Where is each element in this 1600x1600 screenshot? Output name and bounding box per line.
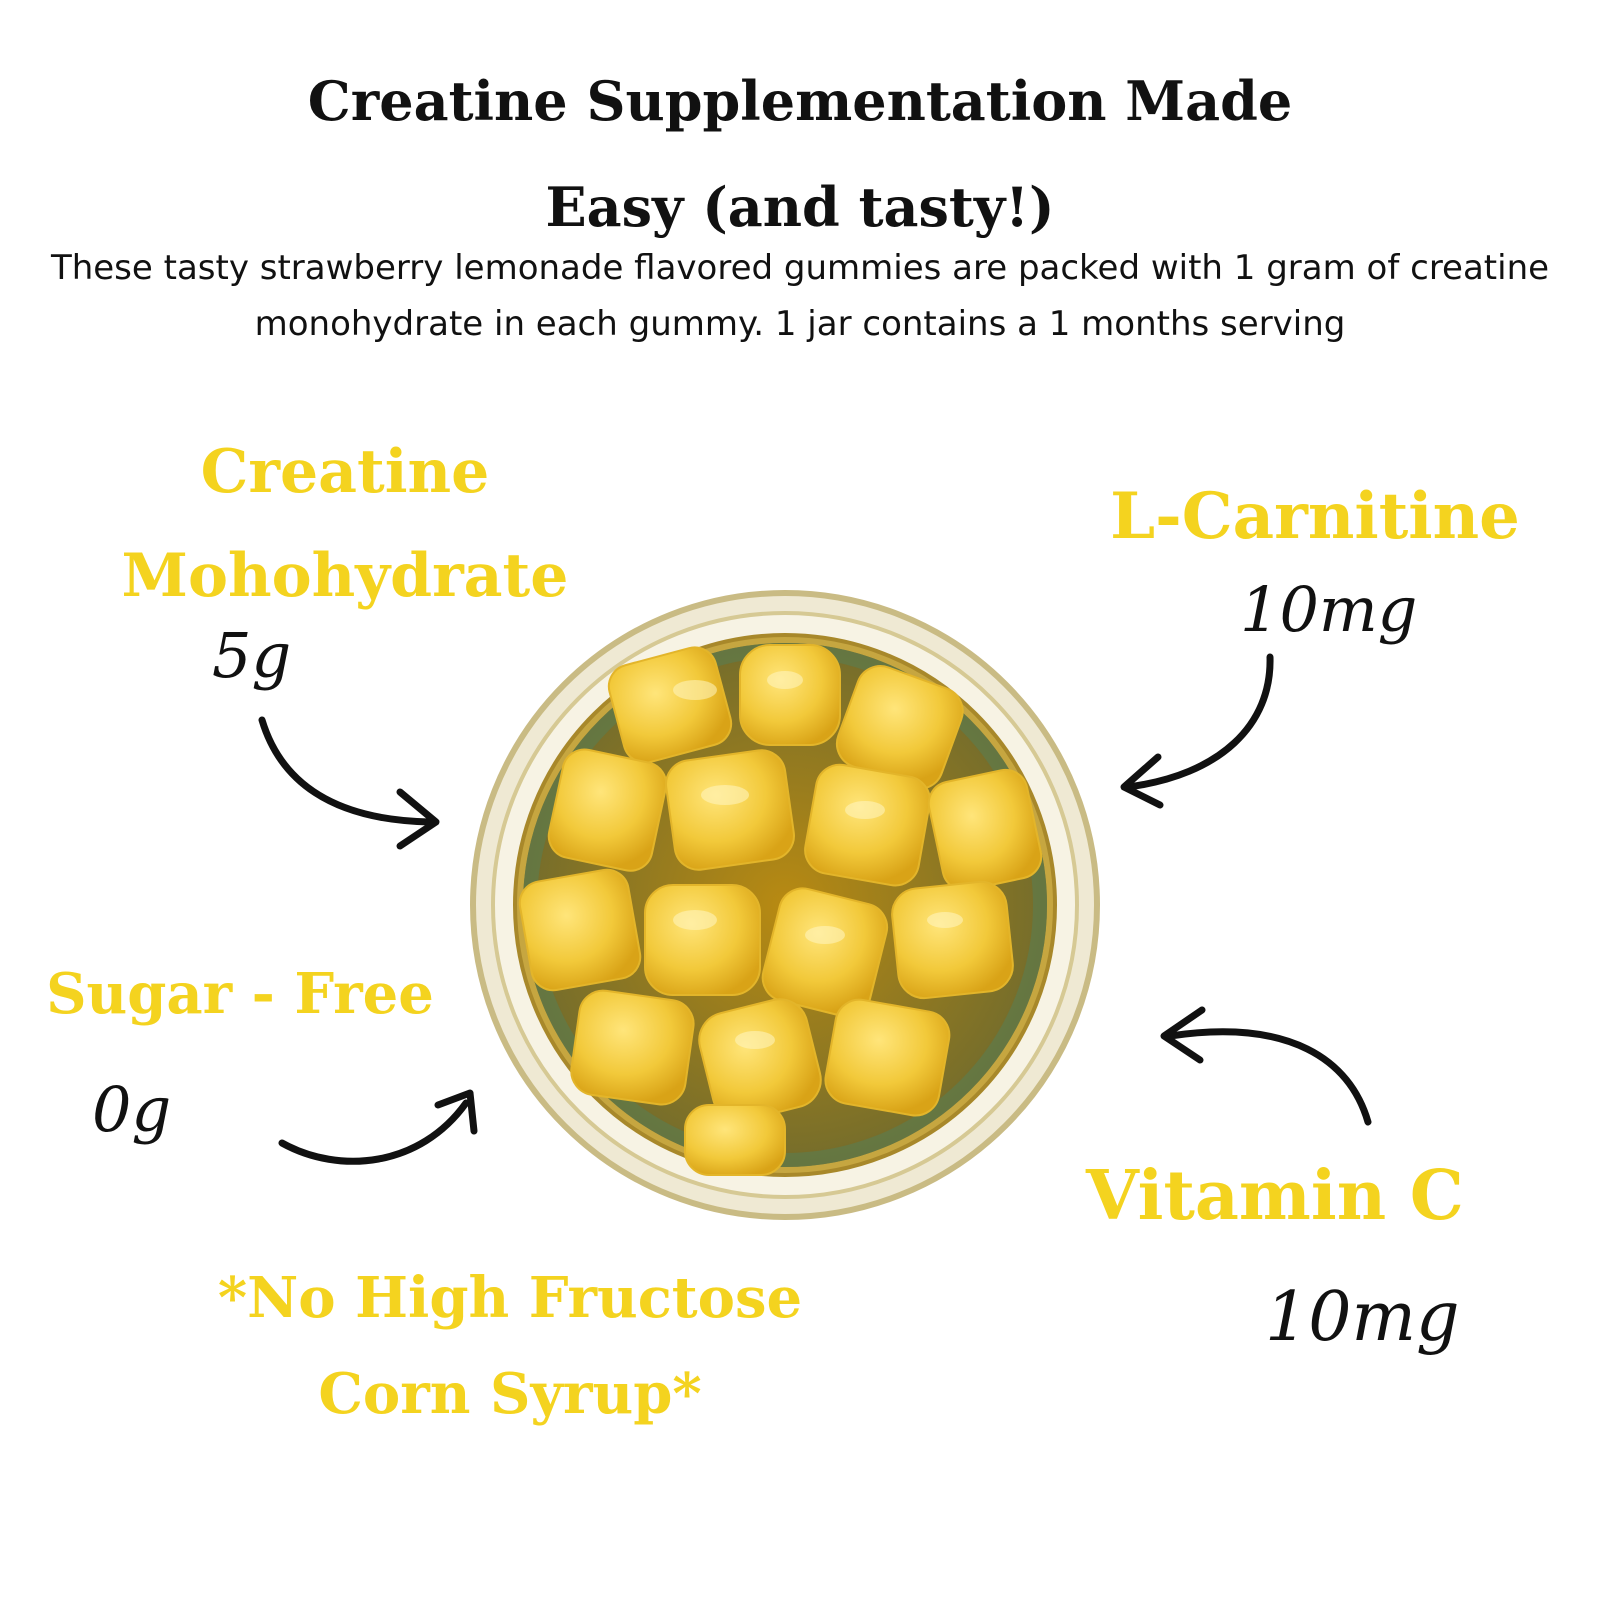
gummy-jar-image (470, 590, 1100, 1220)
creatine-label-line-2: Mohohydrate (121, 541, 569, 611)
title-line-2: Easy (and tasty!) (545, 175, 1055, 239)
carnitine-label: L-Carnitine (1110, 479, 1520, 554)
sugar-value: 0g (92, 1073, 172, 1146)
no-hfcs-label: *No High Fructose Corn Syrup* (190, 1250, 830, 1442)
sugar-free-label: Sugar - Free (46, 961, 434, 1027)
curved-arrow-icon (258, 716, 440, 850)
creatine-label: Creatine Mohohydrate (110, 420, 580, 628)
curved-arrow-icon (1160, 1006, 1372, 1126)
no-hfcs-line-1: *No High Fructose (217, 1265, 803, 1331)
product-description: These tasty strawberry lemonade flavored… (50, 248, 1550, 344)
curved-arrow-icon (278, 1089, 478, 1165)
vitamin-c-value: 10mg (1265, 1278, 1460, 1357)
no-hfcs-line-2: Corn Syrup* (318, 1361, 702, 1427)
carnitine-value: 10mg (1240, 573, 1418, 646)
creatine-value: 5g (212, 619, 292, 692)
page-title: Creatine Supplementation Made Easy (and … (150, 48, 1450, 260)
title-line-1: Creatine Supplementation Made (307, 69, 1293, 133)
vitamin-c-label: Vitamin C (1086, 1156, 1464, 1236)
creatine-label-line-1: Creatine (200, 437, 490, 507)
curved-arrow-icon (1120, 653, 1274, 809)
